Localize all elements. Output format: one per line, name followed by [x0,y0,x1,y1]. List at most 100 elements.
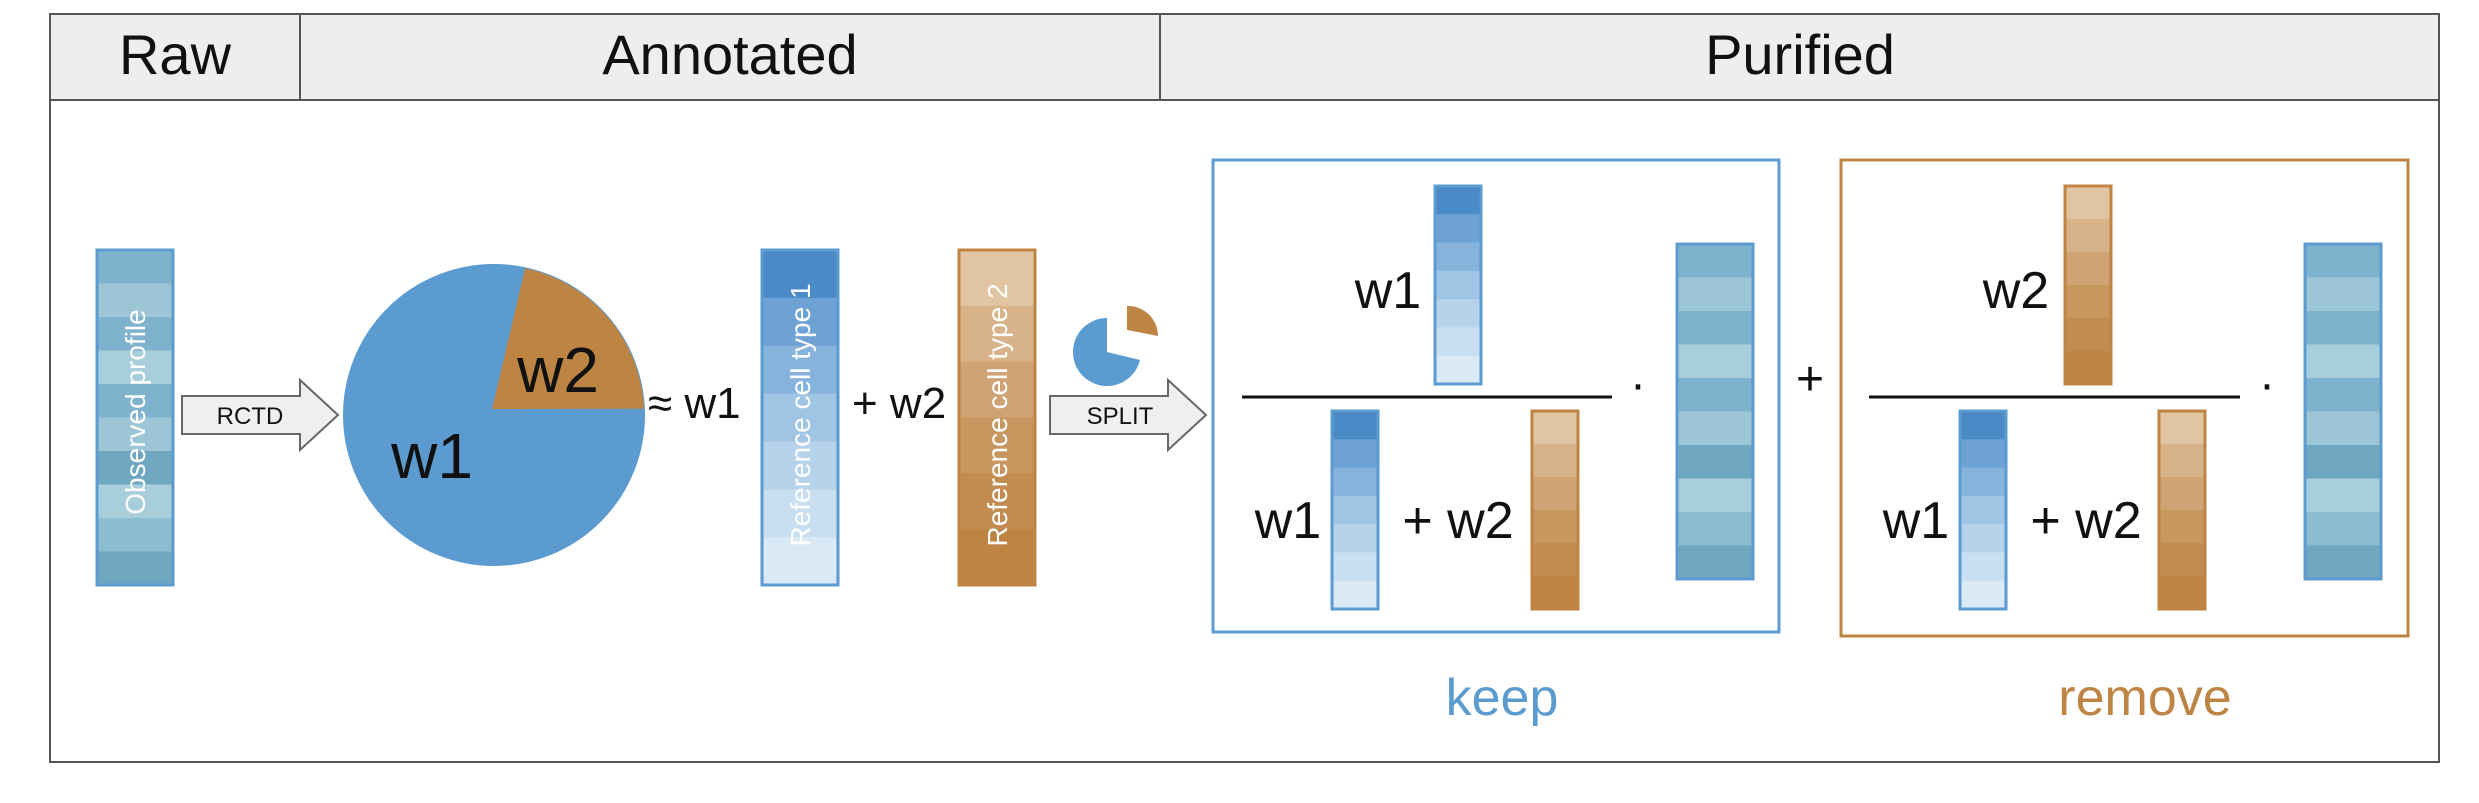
observed-profile-label: Observed profile [120,309,151,514]
rem-obs-bar-segment [2305,344,2381,379]
ref2-bar-segment [959,250,1035,307]
remove-denominator-plus-w2: + w2 [2030,492,2141,550]
observed-bar-segment [97,384,173,418]
rem-den1-bar-segment [1960,552,2006,582]
ref1-bar-segment [762,489,838,538]
rem-den2-bar-segment [2159,477,2205,511]
keep-den2-bar-segment [1532,576,1578,610]
keep-num-bar-segment [1435,327,1481,357]
rem-obs-bar-segment [2305,277,2381,312]
keep-obs-bar-segment [1677,344,1753,379]
rem-den1-bar-segment [1960,495,2006,525]
remove-box: w2 · w1 + w2 [1839,158,2410,638]
rem-den1-bar-border [1958,409,2008,611]
keep-den2-bar-segment [1532,444,1578,478]
keep-den2-bar-segment [1532,411,1578,445]
rem-den2-bar-segment [2159,510,2205,544]
rem-obs-bar-segment [2305,445,2381,479]
plus-w2-text: + w2 [852,379,946,428]
observed-bar-segment [97,317,173,351]
keep-den1-bar-border [1330,409,1380,611]
ref2-bar-segment [959,305,1035,363]
ref1-bar-segment [762,297,838,347]
split-pie-blue [1072,317,1140,387]
observed-bar-segment [97,350,173,385]
rem-den1-bar-segment [1960,467,2006,497]
rem-num-bar-segment [2065,318,2111,352]
rem-den2-bar-segment [2159,576,2205,610]
keep-obs-bar-segment [1677,311,1753,345]
observed-bar-segment [97,417,173,452]
keep-obs-bar-segment [1677,512,1753,546]
reference-cell-type-2-label: Reference cell type 2 [982,283,1013,546]
ref1-bar-segment [762,537,838,586]
rem-obs-bar-segment [2305,411,2381,446]
keep-den1-bar-segment [1332,495,1378,525]
keep-obs-bar-segment [1677,478,1753,513]
rem-obs-bar-border [2303,242,2383,581]
keep-den2-bar-segment [1532,543,1578,577]
header-purified: Purified [1705,23,1895,86]
rem-num-bar-segment [2065,219,2111,253]
observed-bar-border [95,248,175,587]
keep-denominator-bar-2 [1530,409,1580,611]
rem-den1-bar-segment [1960,439,2006,469]
keep-obs-bar-segment [1677,277,1753,312]
keep-denominator-plus-w2: + w2 [1402,492,1513,550]
ref2-bar-border [957,248,1037,587]
keep-num-bar-segment [1435,214,1481,244]
keep-obs-bar-segment [1677,411,1753,446]
remove-caption: remove [2058,669,2231,727]
header-raw: Raw [119,23,232,86]
observed-bar-segment [97,250,173,284]
keep-den1-bar-segment [1332,411,1378,440]
keep-dot: · [1630,358,1646,411]
keep-den1-bar-segment [1332,439,1378,469]
ref1-bar-segment [762,345,838,395]
reference-cell-type-2-bar [957,248,1037,587]
rctd-arrow [181,377,340,453]
keep-caption: keep [1446,669,1559,727]
rem-den1-bar-segment [1960,524,2006,553]
keep-num-bar-segment [1435,186,1481,215]
outer-frame [49,13,2440,763]
keep-num-bar-segment [1435,242,1481,272]
rem-obs-bar-segment [2305,545,2381,580]
rem-den2-bar-segment [2159,411,2205,445]
remove-denominator-bar-2 [2157,409,2207,611]
rctd-arrow-label: RCTD [217,403,284,430]
keep-num-bar-border [1433,184,1483,386]
rem-obs-bar-segment [2305,478,2381,513]
keep-den1-bar-segment [1332,467,1378,497]
keep-obs-bar-segment [1677,445,1753,479]
keep-den2-bar-segment [1532,477,1578,511]
split-pie-icon [1072,305,1158,387]
keep-den1-bar-segment [1332,580,1378,610]
keep-numerator-label: w1 [1354,262,1421,320]
approx-w1-text: ≈ w1 [648,379,741,428]
observed-bar-segment [97,518,173,552]
keep-num-bar-segment [1435,355,1481,385]
keep-box: w1 · w1 + w2 [1211,158,1781,634]
keep-obs-bar-segment [1677,545,1753,580]
rem-obs-bar-segment [2305,512,2381,546]
pie-chart: w1 w2 [343,264,645,566]
ref2-bar-segment [959,529,1035,586]
rem-den1-bar-segment [1960,580,2006,610]
split-arrow-label: SPLIT [1087,403,1154,430]
rem-den2-bar-segment [2159,444,2205,478]
header-annotated: Annotated [602,23,857,86]
keep-num-bar-segment [1435,270,1481,300]
rem-num-bar-segment [2065,252,2111,286]
pie-label-w1: w1 [390,420,473,492]
keep-denominator-bar-1 [1330,409,1380,611]
rem-obs-bar-segment [2305,244,2381,278]
remove-observed-bar [2303,242,2383,581]
keep-denominator-w1: w1 [1254,492,1321,550]
keep-obs-bar-border [1675,242,1755,581]
ref2-bar-segment [959,473,1035,530]
pie-slice-w2 [492,268,644,409]
observed-bar-segment [97,484,173,519]
keep-box-border [1211,158,1781,634]
